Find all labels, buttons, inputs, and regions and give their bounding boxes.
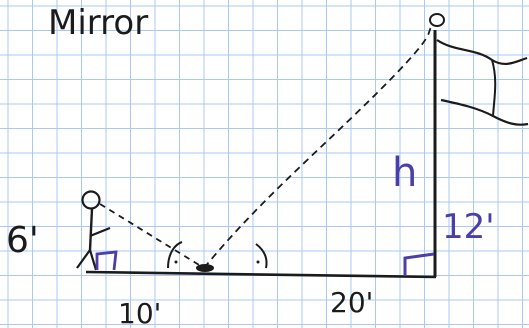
pole-right-angle-marker bbox=[403, 252, 435, 276]
reflected-sight-line bbox=[203, 25, 433, 269]
left-angle-mark bbox=[167, 241, 183, 269]
flag-height-label: 12' bbox=[442, 207, 495, 247]
person-height-label: 6' bbox=[6, 220, 39, 261]
right-angle-dot bbox=[256, 260, 260, 264]
diagram-title: Mirror bbox=[48, 3, 148, 43]
right-angle-mark bbox=[255, 243, 268, 269]
right-distance-label: 20' bbox=[330, 286, 373, 319]
incident-sight-line bbox=[99, 203, 205, 269]
person-right-angle-marker bbox=[95, 250, 118, 271]
flag-pole-top-icon bbox=[429, 13, 445, 27]
unknown-height-label: h bbox=[392, 150, 417, 196]
mirror-point-icon bbox=[196, 264, 214, 272]
stick-figure-icon bbox=[76, 190, 111, 271]
flag-icon bbox=[436, 39, 529, 126]
ground-line bbox=[85, 270, 437, 279]
left-distance-label: 10' bbox=[118, 297, 161, 328]
left-angle-dot bbox=[174, 260, 178, 264]
